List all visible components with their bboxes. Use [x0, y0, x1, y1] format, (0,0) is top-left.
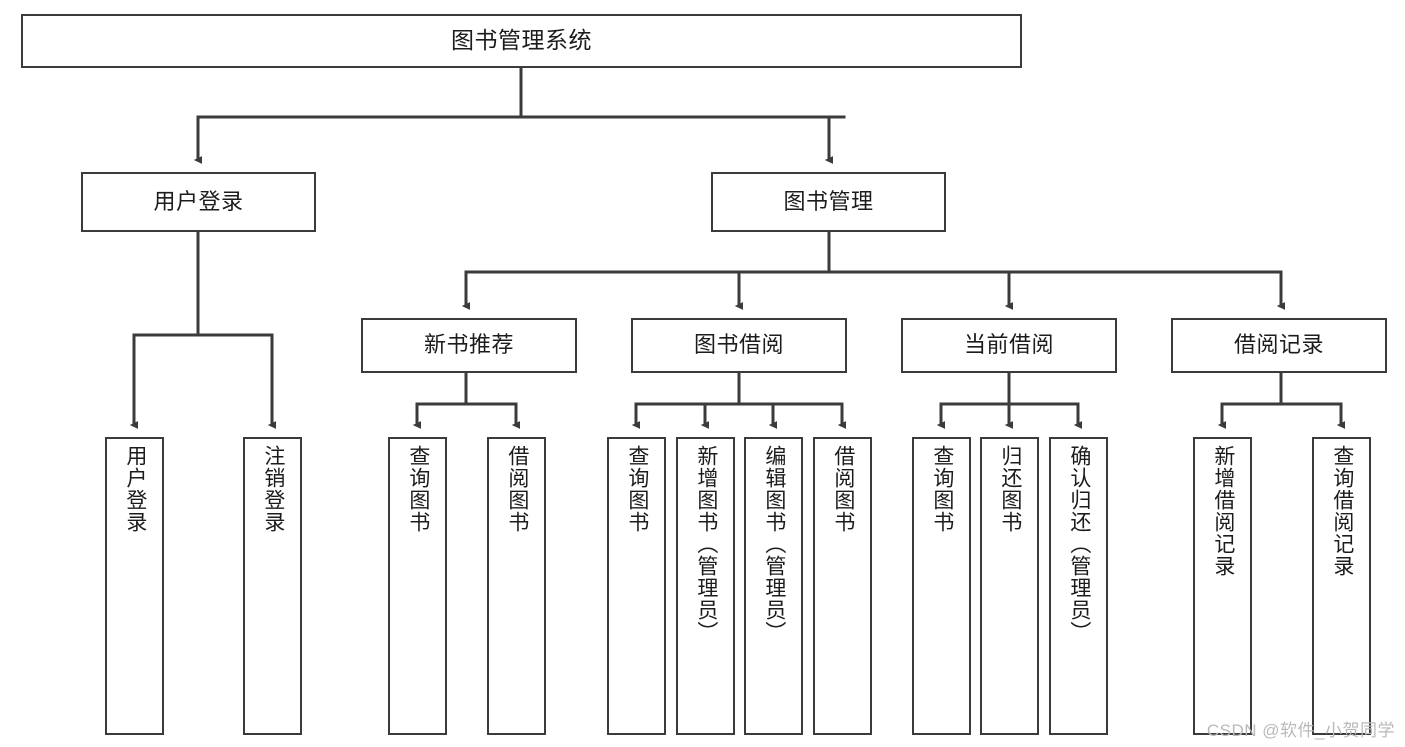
node-new-book-recommend[interactable]: 新书推荐	[361, 318, 577, 373]
node-label: 借阅图书	[831, 445, 855, 533]
leaf-borrow-edit-book-admin[interactable]: 编辑图书（管理员）	[744, 437, 803, 735]
leaf-newbook-borrow-book[interactable]: 借阅图书	[487, 437, 546, 735]
node-label: 查询图书	[406, 445, 430, 533]
leaf-current-query-book[interactable]: 查询图书	[912, 437, 971, 735]
node-book-management-system[interactable]: 图书管理系统	[21, 14, 1022, 68]
node-label: 图书管理系统	[451, 27, 592, 54]
leaf-borrow-query-book[interactable]: 查询图书	[607, 437, 666, 735]
node-label: 用户登录	[153, 188, 244, 214]
node-label: 图书借阅	[693, 332, 784, 358]
node-book-borrow[interactable]: 图书借阅	[631, 318, 847, 373]
leaf-current-confirm-return-admin[interactable]: 确认归还（管理员）	[1049, 437, 1108, 735]
node-label: 图书管理	[783, 188, 874, 214]
node-label: 编辑图书（管理员）	[762, 445, 786, 643]
node-label: 借阅记录	[1233, 332, 1324, 358]
node-label: 新增图书（管理员）	[694, 445, 718, 643]
node-label: 查询借阅记录	[1330, 445, 1354, 577]
node-current-borrow[interactable]: 当前借阅	[901, 318, 1117, 373]
node-label: 注销登录	[261, 445, 285, 533]
leaf-borrow-borrow-book[interactable]: 借阅图书	[813, 437, 872, 735]
leaf-logout[interactable]: 注销登录	[243, 437, 302, 735]
node-user-login[interactable]: 用户登录	[81, 172, 316, 232]
node-label: 当前借阅	[963, 332, 1054, 358]
leaf-record-query-record[interactable]: 查询借阅记录	[1312, 437, 1371, 735]
leaf-borrow-add-book-admin[interactable]: 新增图书（管理员）	[676, 437, 735, 735]
node-borrow-record[interactable]: 借阅记录	[1171, 318, 1387, 373]
leaf-user-login[interactable]: 用户登录	[105, 437, 164, 735]
node-label: 确认归还（管理员）	[1067, 445, 1091, 643]
node-label: 用户登录	[123, 445, 147, 533]
csdn-watermark: CSDN @软件_小贺同学	[1206, 721, 1395, 740]
node-label: 查询图书	[625, 445, 649, 533]
leaf-current-return-book[interactable]: 归还图书	[980, 437, 1039, 735]
node-label: 归还图书	[998, 445, 1022, 533]
leaf-newbook-query-book[interactable]: 查询图书	[388, 437, 447, 735]
node-label: 新书推荐	[423, 332, 514, 358]
node-label: 借阅图书	[505, 445, 529, 533]
node-book-management[interactable]: 图书管理	[711, 172, 946, 232]
node-label: 查询图书	[930, 445, 954, 533]
node-label: 新增借阅记录	[1211, 445, 1235, 577]
leaf-record-add-record[interactable]: 新增借阅记录	[1193, 437, 1252, 735]
